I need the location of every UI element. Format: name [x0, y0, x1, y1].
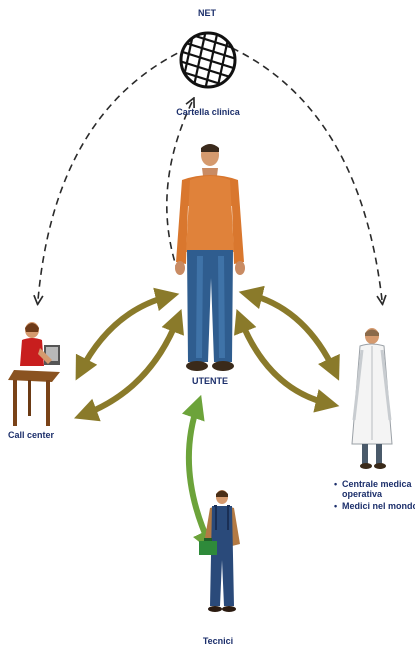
- technician-icon: [199, 490, 240, 612]
- dashed-arrow-net-centrale: [232, 48, 382, 300]
- olive-arrow-left-lower: [83, 318, 178, 415]
- utente-label: UTENTE: [192, 376, 228, 387]
- cartella-clinica-label: Cartella clinica: [176, 107, 240, 118]
- centrale-item-medici: Medici nel mondo: [334, 501, 415, 511]
- olive-arrow-right-lower: [240, 318, 330, 404]
- net-label: NET: [198, 8, 216, 19]
- dashed-arrow-net-callcenter: [38, 48, 188, 300]
- globe-icon: [170, 25, 246, 95]
- green-arrow-tecnici-utente: [189, 404, 210, 545]
- tecnici-label: Tecnici: [203, 636, 233, 647]
- utente-person-icon: [175, 144, 245, 371]
- call-center-operator-icon: [8, 322, 60, 426]
- call-center-label: Call center: [8, 430, 54, 441]
- medical-staff-icon: [352, 328, 392, 469]
- centrale-item-operativa: Centrale medica operativa: [334, 479, 415, 499]
- centrale-list: Centrale medica operativa Medici nel mon…: [334, 479, 415, 511]
